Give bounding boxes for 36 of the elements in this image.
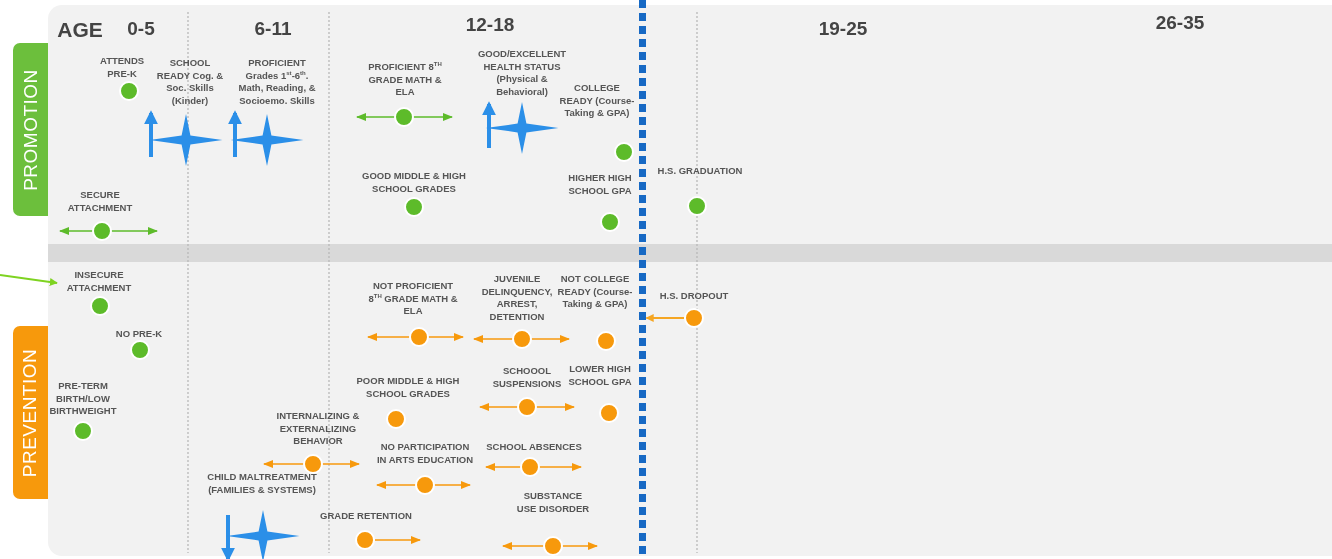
category-tab [13,43,48,216]
milestone-label: SCHOOOL SUSPENSIONS [491,365,563,390]
milestone-label: INSECURE ATTACHMENT [65,269,133,294]
milestone-label: PROFICIENT Grades 1$^{st}$-6$^{th}$. Math, Reading, & Socioemo. Skills [237,57,317,107]
milestone-label: SCHOOL READY Cog. & Soc. Skills (Kinder) [155,57,225,107]
age-label: 0-5 [127,18,155,40]
milestone-label: NO PARTICIPATION IN ARTS EDUCATION [375,441,475,466]
age-label: 19-25 [818,18,868,40]
milestone-label: HIGHER HIGH SCHOOL GPA [567,172,633,197]
milestone-label: NOT COLLEGE READY (Course-Taking & GPA) [557,273,633,311]
milestone-label: SCHOOL ABSENCES [485,441,583,454]
milestone-label: LOWER HIGH SCHOOL GPA [567,363,633,388]
category-label: PREVENTION [19,348,42,477]
milestone-label: CHILD MALTREATMENT (FAMILIES & SYSTEMS) [206,471,318,496]
milestone-label: JUVENILE DELINQUENCY, ARREST, DETENTION [480,273,554,323]
milestone-label: GOOD MIDDLE & HIGH SCHOOL GRADES [361,170,467,195]
category-label: PROMOTION [19,68,42,191]
milestone-label: PRE-TERM BIRTH/LOW BIRTHWEIGHT [48,380,118,418]
milestone-label: INTERNALIZING & EXTERNALIZING BEHAVIOR [275,410,361,448]
milestone-label: H.S. GRADUATION [656,165,744,178]
milestone-label: NO PRE-K [114,328,164,341]
age-label: 12-18 [465,14,515,36]
milestone-label: PROFICIENT 8$^{TH}$ GRADE MATH & ELA [367,61,443,99]
age-label: AGE [57,18,103,42]
age-label: 6-11 [254,18,292,40]
milestone-label: NOT PROFICIENT 8$^{TH}$ GRADE MATH & ELA [367,280,459,318]
milestone-label: POOR MIDDLE & HIGH SCHOOL GRADES [355,375,461,400]
category-tab [13,326,48,499]
milestone-label: ATTENDS PRE-K [100,55,144,80]
arrow [645,314,685,322]
milestone-label: SUBSTANCE USE DISORDER [515,490,591,515]
age-label: 26-35 [1155,12,1205,34]
milestone-label: GRADE RETENTION [319,510,413,523]
milestone-label: H.S. DROPOUT [658,290,730,303]
milestone-label: SECURE ATTACHMENT [66,189,134,214]
arrow [0,274,58,286]
